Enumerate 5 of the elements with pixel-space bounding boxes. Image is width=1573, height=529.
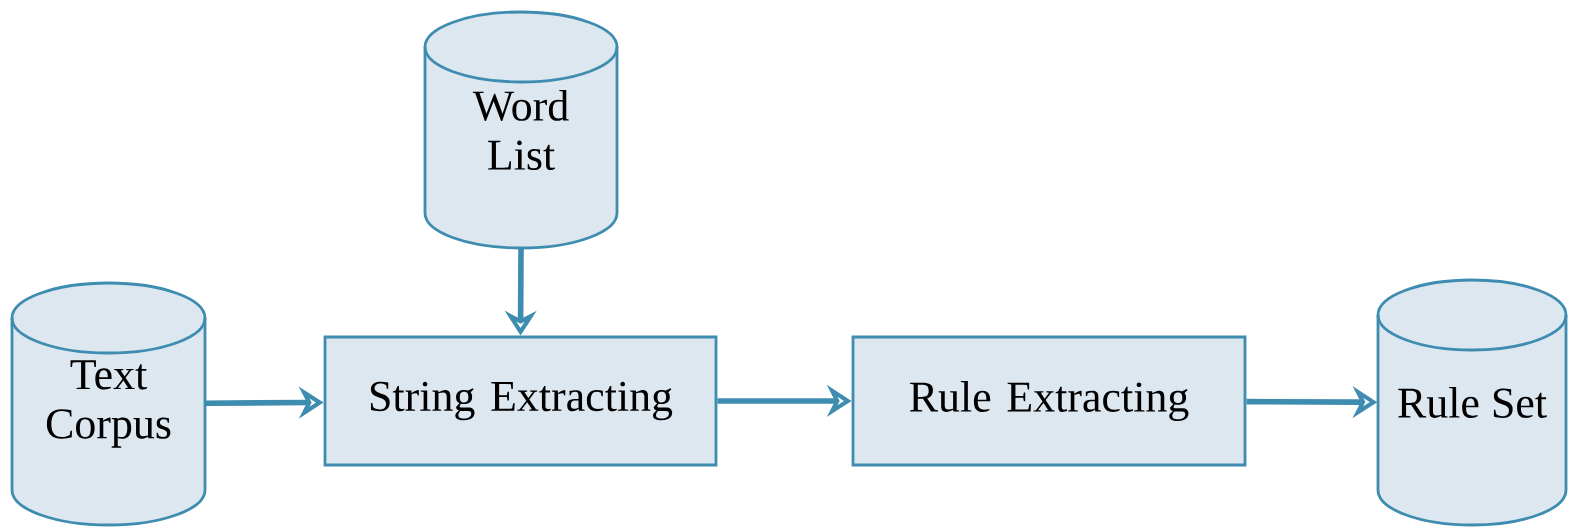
process-box: String Extracting bbox=[323, 335, 718, 467]
cylinder: Word List bbox=[423, 10, 619, 250]
cylinder: Rule Set bbox=[1376, 278, 1568, 527]
cylinder: Text Corpus bbox=[10, 281, 207, 527]
process-box: Rule Extracting bbox=[851, 335, 1247, 467]
